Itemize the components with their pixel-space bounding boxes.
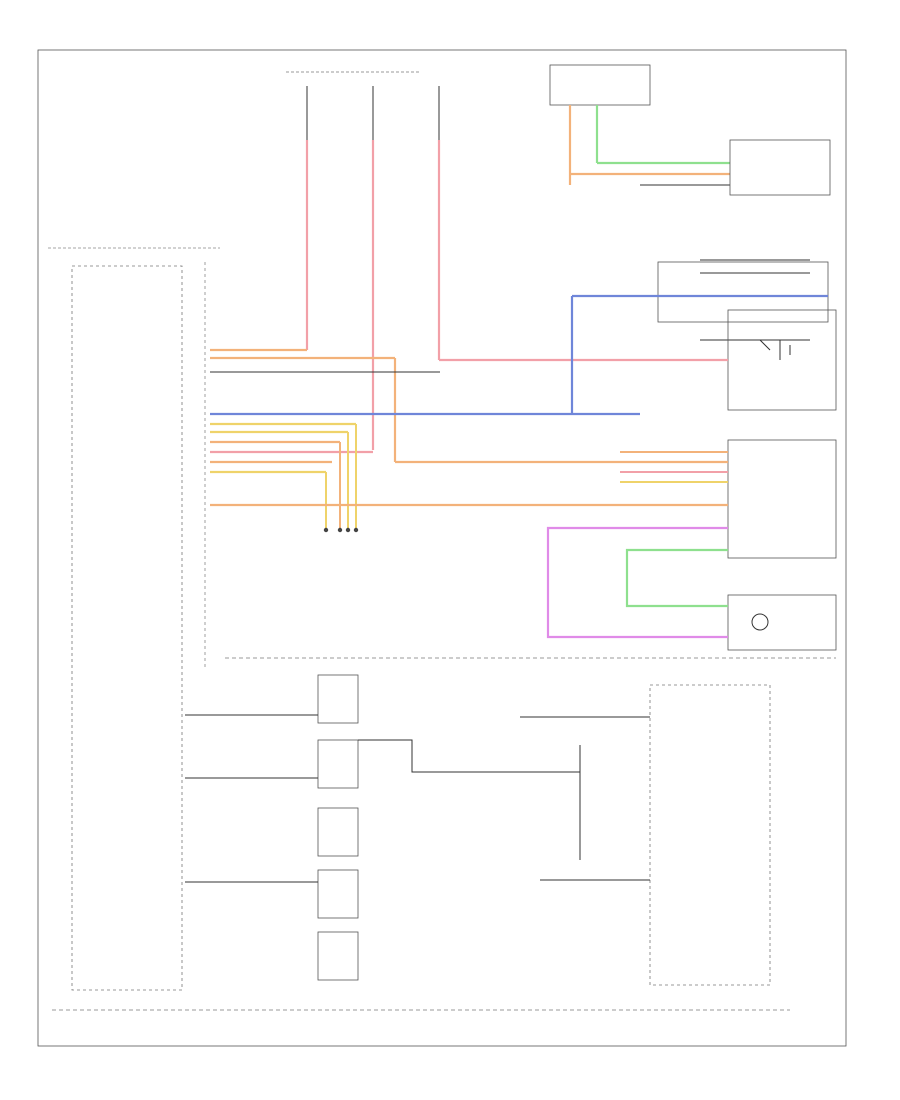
trs-symbol	[751, 613, 769, 631]
solenoid-box-2	[317, 739, 359, 789]
engine-control-module-box	[727, 309, 837, 411]
right-labels-top	[657, 259, 829, 341]
ipc-group	[727, 439, 837, 559]
green-wire	[625, 548, 728, 608]
solenoid-box-4	[317, 869, 359, 919]
solenoid-box-1	[317, 674, 359, 724]
splice-dot-1	[323, 527, 329, 533]
splice-dot-4	[353, 527, 359, 533]
brake-switch-box	[549, 64, 651, 106]
right-tcm-dashed-box	[649, 684, 771, 986]
splice-dot-2	[337, 527, 343, 533]
ecm-group	[727, 309, 837, 411]
instrument-panel-cluster-box	[727, 439, 837, 559]
fuse-block-top	[286, 71, 440, 140]
sol-bus-wire	[358, 739, 580, 773]
diagram-frame	[37, 49, 847, 1047]
ecm-relay-symbol	[759, 339, 791, 360]
trs-group	[727, 594, 837, 651]
solenoid-box-3	[317, 807, 359, 857]
solenoid-section	[185, 674, 771, 986]
solenoid-box-5	[317, 931, 359, 981]
left-tcm-group	[48, 247, 220, 991]
brake-switch-group	[549, 64, 831, 196]
purple-wire	[546, 526, 728, 639]
splice-dot-3	[345, 527, 351, 533]
tcm-dashed-box	[71, 265, 183, 991]
right-connector-block	[657, 261, 829, 323]
body-control-module-box	[729, 139, 831, 196]
splice-dots	[323, 527, 359, 533]
colored-wires	[210, 140, 828, 639]
trs-box	[727, 594, 837, 651]
